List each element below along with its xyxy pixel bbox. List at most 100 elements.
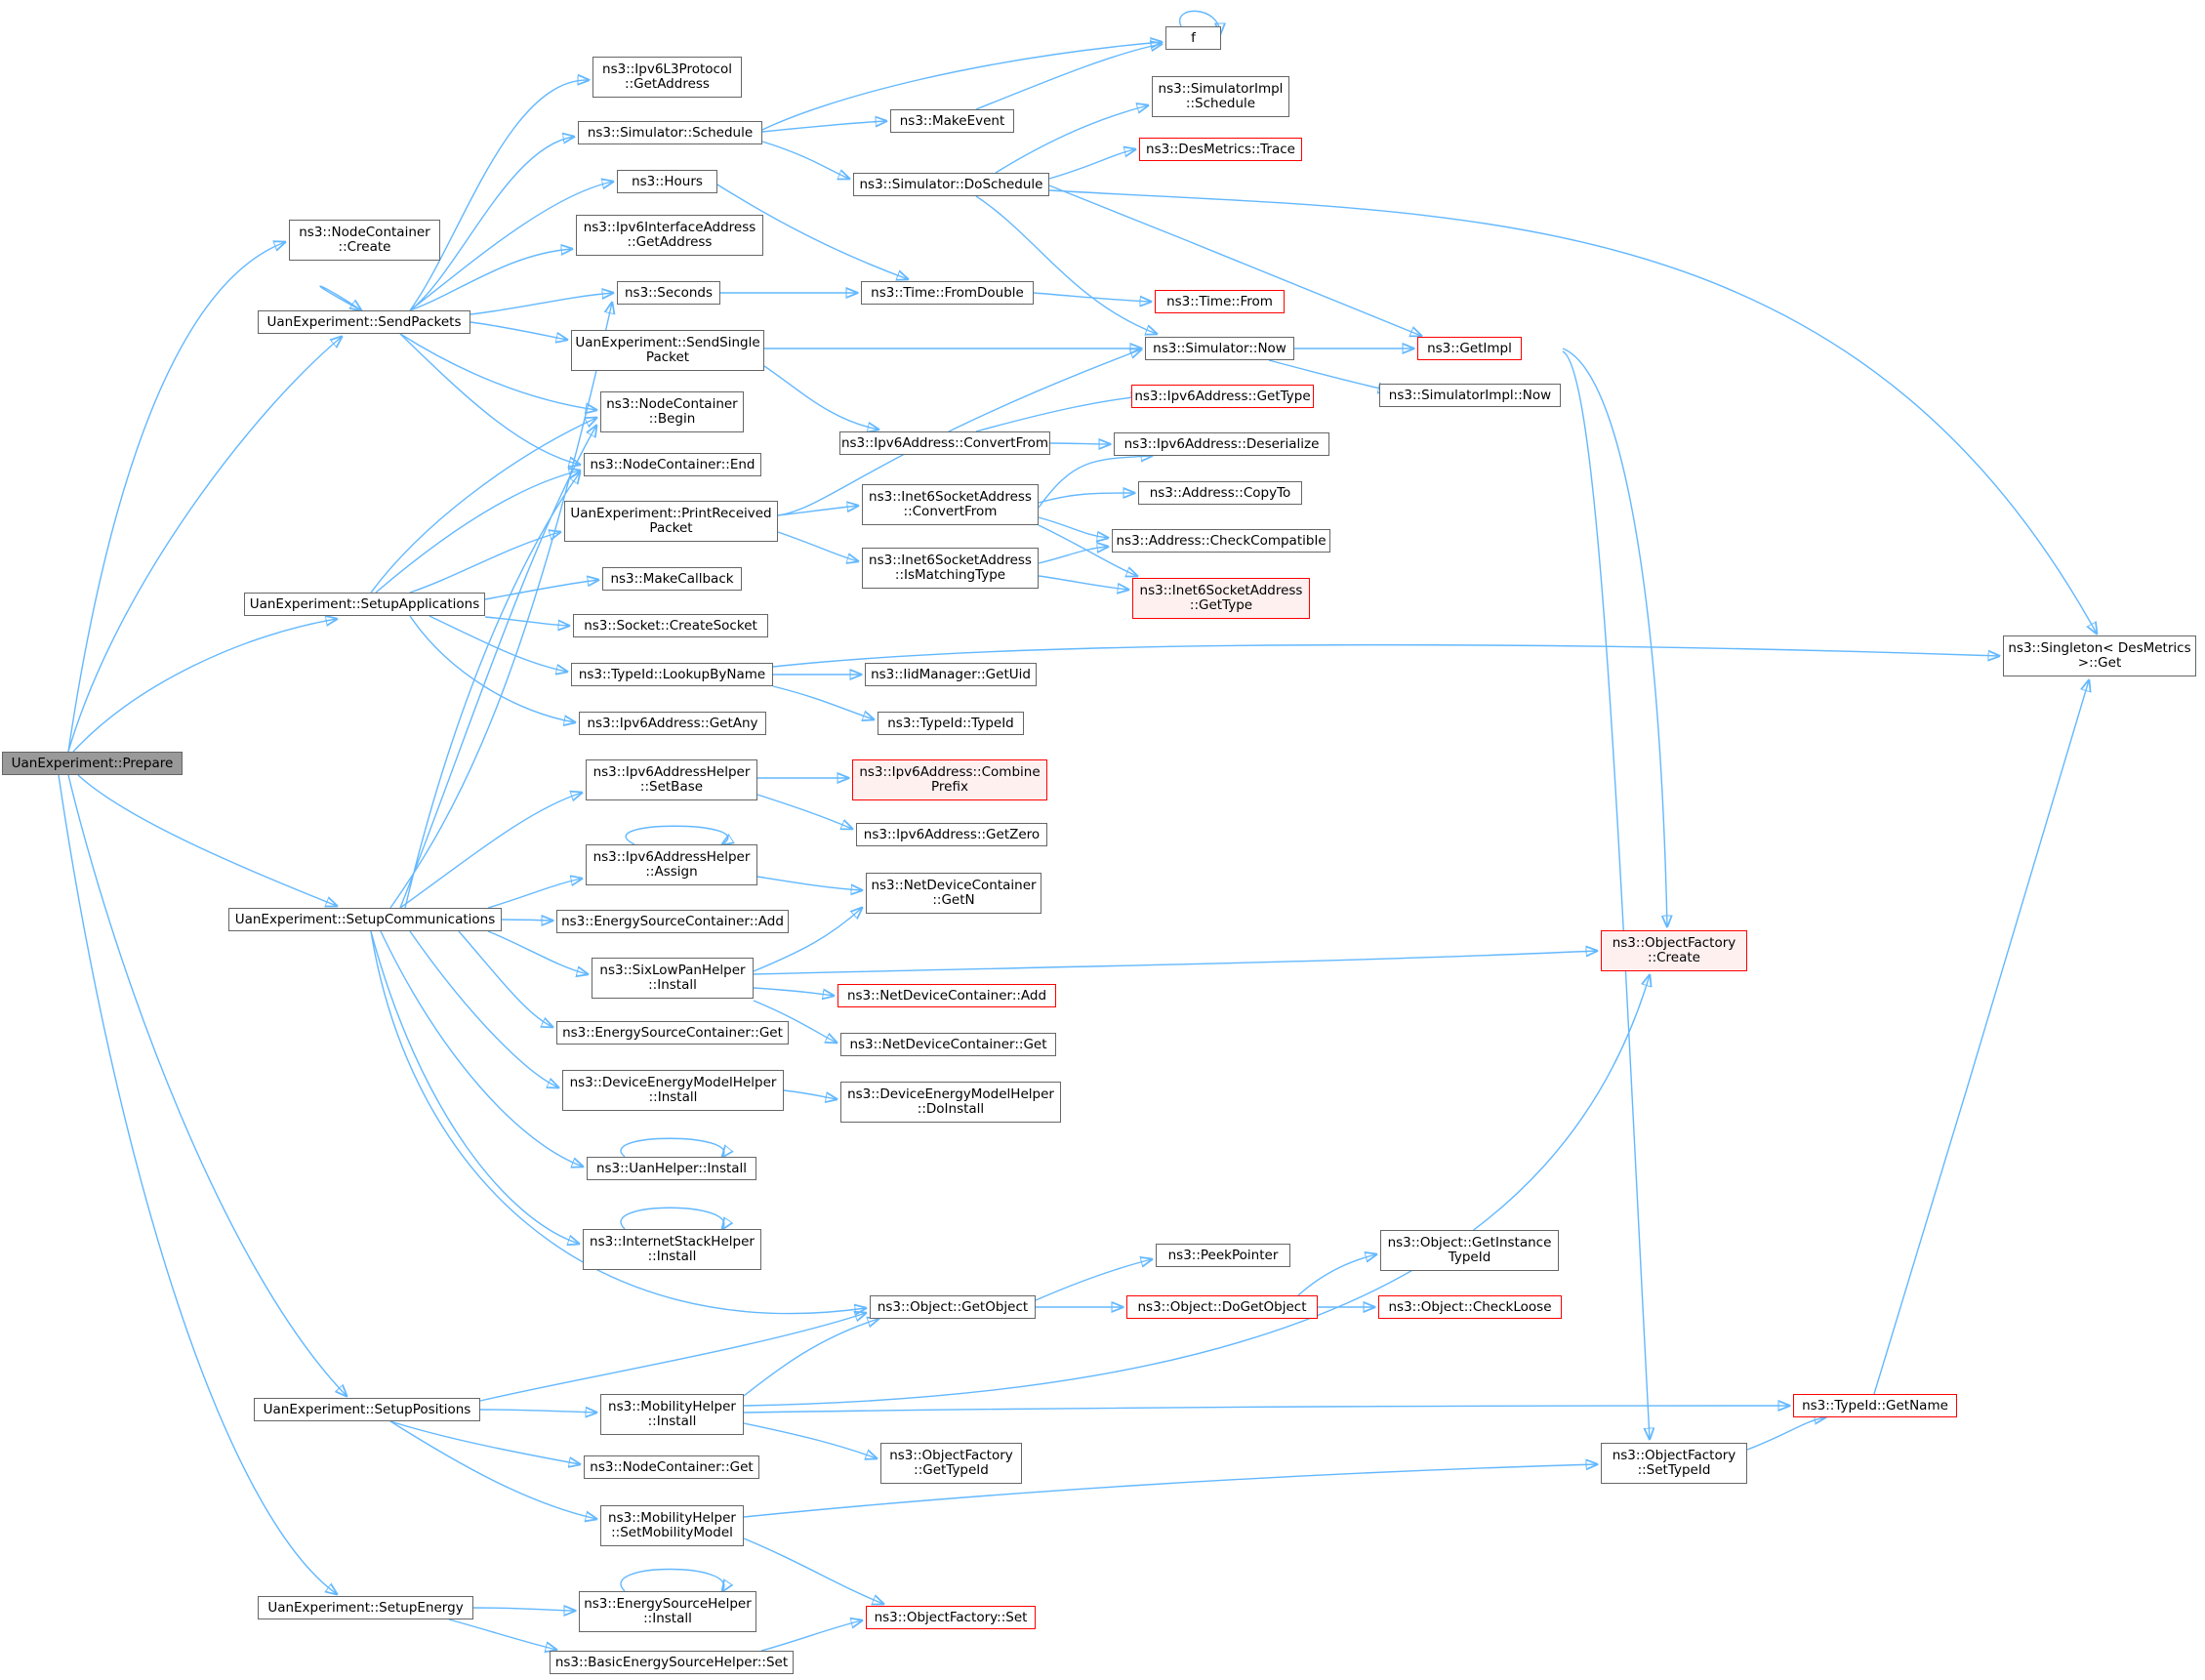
node-energysourcecontainer-add[interactable]: ns3::EnergySourceContainer::Add [556,910,789,933]
node-label: ns3::DeviceEnergyModelHelper [569,1075,777,1090]
call-edge-69 [753,987,834,996]
node-label: ns3::NodeContainer [606,396,738,412]
node-deviceenergymodelhelper-doinstall[interactable]: ns3::DeviceEnergyModelHelper::DoInstall [840,1082,1061,1123]
node-uanhelper-install[interactable]: ns3::UanHelper::Install [587,1157,756,1180]
node-peekpointer[interactable]: ns3::PeekPointer [1156,1244,1290,1267]
node-setup-positions[interactable]: UanExperiment::SetupPositions [254,1398,480,1421]
node-nc-get[interactable]: ns3::NodeContainer::Get [584,1455,759,1479]
node-mobilityhelper-install[interactable]: ns3::MobilityHelper::Install [600,1394,744,1435]
node-objectfactory-create[interactable]: ns3::ObjectFactory::Create [1601,930,1747,971]
call-edge-63 [772,643,1999,668]
node-prepare[interactable]: UanExperiment::Prepare [2,752,183,775]
node-sixlowpanhelper-install[interactable]: ns3::SixLowPanHelper::Install [592,958,754,999]
node-netdevicecontainer-getn[interactable]: ns3::NetDeviceContainer::GetN [866,873,1041,914]
node-simulatorimpl-schedule[interactable]: ns3::SimulatorImpl::Schedule [1152,76,1289,117]
node-objectfactory-gettypeid[interactable]: ns3::ObjectFactory::GetTypeId [880,1443,1022,1484]
node-time-fromdouble[interactable]: ns3::Time::FromDouble [861,281,1034,305]
node-inet6socketaddress-gettype[interactable]: ns3::Inet6SocketAddress::GetType [1132,578,1310,619]
node-time-from[interactable]: ns3::Time::From [1155,290,1285,313]
node-label: ns3::NetDeviceContainer [871,878,1037,893]
call-edge-53 [1049,443,1110,444]
node-ipv6interfaceaddress-getaddress[interactable]: ns3::Ipv6InterfaceAddress::GetAddress [576,215,763,256]
node-singleton-desmetrics-get[interactable]: ns3::Singleton< DesMetrics>::Get [2003,635,2196,676]
node-mobilityhelper-setmobilitymodel[interactable]: ns3::MobilityHelper::SetMobilityModel [600,1505,744,1546]
node-nc-end[interactable]: ns3::NodeContainer::End [584,453,761,476]
node-simulator-now[interactable]: ns3::Simulator::Now [1145,337,1294,360]
node-typeid-typeid[interactable]: ns3::TypeId::TypeId [878,712,1024,735]
node-address-copyto[interactable]: ns3::Address::CopyTo [1138,481,1302,505]
call-edge-85 [743,1406,1789,1414]
node-label: ns3::Time::From [1166,293,1273,309]
node-label: UanExperiment::SendSingle [575,335,760,350]
node-nc-begin[interactable]: ns3::NodeContainer::Begin [600,391,744,432]
node-setup-applications[interactable]: UanExperiment::SetupApplications [244,593,485,616]
node-netdevicecontainer-get[interactable]: ns3::NetDeviceContainer::Get [840,1033,1056,1056]
call-edge-25 [399,793,582,909]
node-f[interactable]: f [1165,26,1221,50]
node-ipv6address-convertfrom[interactable]: ns3::Ipv6Address::ConvertFrom [839,431,1050,455]
node-objectfactory-set[interactable]: ns3::ObjectFactory::Set [866,1606,1036,1629]
node-inet6socketaddress-convertfrom[interactable]: ns3::Inet6SocketAddress::ConvertFrom [862,484,1039,525]
node-netdevicecontainer-add[interactable]: ns3::NetDeviceContainer::Add [837,984,1056,1007]
node-create-socket[interactable]: ns3::Socket::CreateSocket [573,614,768,637]
node-ipv6-getany[interactable]: ns3::Ipv6Address::GetAny [579,712,766,735]
node-ipv6l3-getaddress[interactable]: ns3::Ipv6L3Protocol::GetAddress [592,57,742,98]
node-label: ns3::EnergySourceContainer::Add [561,913,784,929]
node-make-callback[interactable]: ns3::MakeCallback [602,567,742,591]
node-label: UanExperiment::PrintReceived [570,506,772,521]
node-object-checkloose[interactable]: ns3::Object::CheckLoose [1378,1295,1562,1319]
node-label: ::SetBase [639,779,704,795]
node-ipv6address-deserialize[interactable]: ns3::Ipv6Address::Deserialize [1114,432,1329,456]
node-deviceenergymodelhelper-install[interactable]: ns3::DeviceEnergyModelHelper::Install [562,1070,784,1111]
call-edge-75 [1035,1259,1152,1301]
node-make-event[interactable]: ns3::MakeEvent [890,109,1014,133]
node-lookup-by-name[interactable]: ns3::TypeId::LookupByName [571,663,773,686]
node-label: ns3::Ipv6Address::GetAny [587,715,758,731]
node-ipv6address-gettype[interactable]: ns3::Ipv6Address::GetType [1131,385,1314,408]
node-object-dogetobject[interactable]: ns3::Object::DoGetObject [1126,1295,1318,1319]
node-energysourcehelper-install[interactable]: ns3::EnergySourceHelper::Install [579,1591,756,1632]
node-basicenergysourcehelper-set[interactable]: ns3::BasicEnergySourceHelper::Set [550,1651,794,1674]
node-label: ns3::Ipv6AddressHelper [592,764,751,780]
call-edge-9 [409,249,572,311]
node-iidmanager-getuid[interactable]: ns3::IidManager::GetUid [865,663,1037,686]
node-seconds[interactable]: ns3::Seconds [617,281,720,305]
node-label: ns3::NodeContainer::End [590,456,755,472]
node-label: ::Begin [648,411,696,427]
node-label: ::IsMatchingType [894,567,1006,583]
node-address-checkcompatible[interactable]: ns3::Address::CheckCompatible [1112,529,1330,553]
node-simulator-schedule[interactable]: ns3::Simulator::Schedule [578,121,762,144]
node-objectfactory-settypeid[interactable]: ns3::ObjectFactory::SetTypeId [1601,1443,1747,1484]
node-desmetrics-trace[interactable]: ns3::DesMetrics::Trace [1139,138,1302,161]
node-ipv6addresshelper-assign[interactable]: ns3::Ipv6AddressHelper::Assign [586,844,757,885]
node-typeid-getname[interactable]: ns3::TypeId::GetName [1793,1394,1957,1417]
node-send-packets[interactable]: UanExperiment::SendPackets [258,310,470,334]
node-label: ::GetAddress [627,234,713,250]
node-internetstackhelper-install[interactable]: ns3::InternetStackHelper::Install [583,1229,761,1270]
node-getimpl[interactable]: ns3::GetImpl [1417,337,1522,360]
node-label: ns3::EnergySourceContainer::Get [562,1024,783,1041]
node-simulator-doschedule[interactable]: ns3::Simulator::DoSchedule [853,173,1049,196]
node-object-getobject[interactable]: ns3::Object::GetObject [870,1295,1036,1319]
node-hours[interactable]: ns3::Hours [617,170,717,193]
call-edge-34 [761,42,1162,131]
node-setup-energy[interactable]: UanExperiment::SetupEnergy [258,1596,473,1619]
call-edge-12 [399,333,596,410]
node-energysourcecontainer-get[interactable]: ns3::EnergySourceContainer::Get [556,1021,789,1045]
node-ipv6addresshelper-setbase[interactable]: ns3::Ipv6AddressHelper::SetBase [586,759,757,800]
node-nc-create[interactable]: ns3::NodeContainer::Create [289,220,440,261]
node-label: ::GetAddress [625,76,710,92]
node-label: ns3::SimulatorImpl [1158,81,1284,97]
node-ipv6address-getzero[interactable]: ns3::Ipv6Address::GetZero [856,823,1047,846]
node-inet6socketaddress-ismatchingtype[interactable]: ns3::Inet6SocketAddress::IsMatchingType [862,548,1039,589]
node-simulatorimpl-now[interactable]: ns3::SimulatorImpl::Now [1379,384,1561,407]
call-edge-67 [625,825,728,844]
node-setup-communications[interactable]: UanExperiment::SetupCommunications [228,908,502,931]
call-edge-86 [743,1422,877,1458]
call-edge-43 [975,195,1157,334]
node-label: ns3::ObjectFactory [889,1448,1013,1463]
